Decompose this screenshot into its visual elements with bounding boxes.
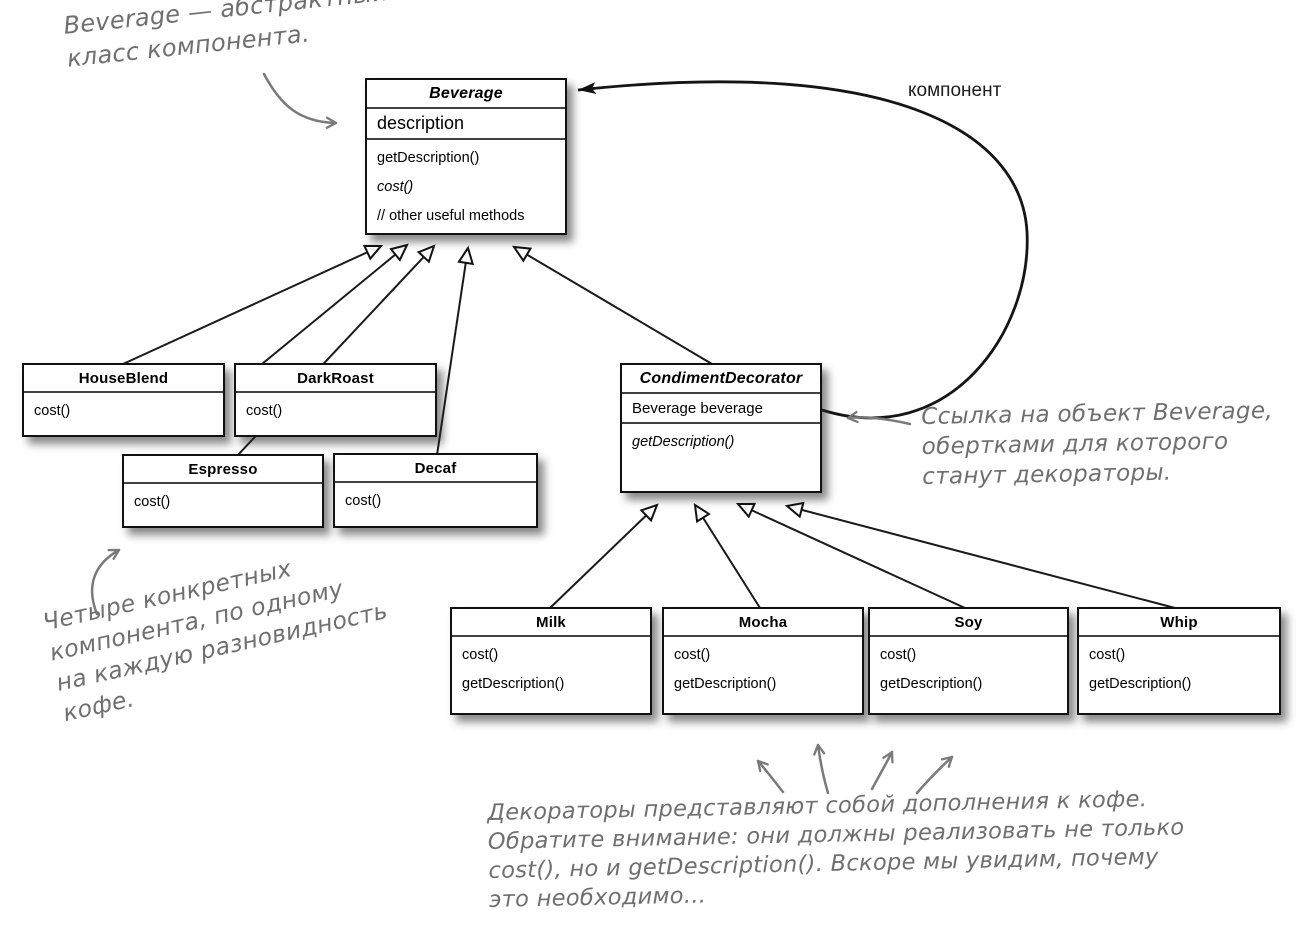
class-method: // other useful methods — [377, 208, 525, 224]
class-title: Beverage — [429, 85, 503, 102]
component-association-arrow — [577, 80, 1029, 420]
class-box-condimentdecorator: CondimentDecorator Beverage beverage get… — [620, 363, 822, 493]
decorators-note-arrow-2 — [813, 743, 830, 795]
reference-note-arrow — [846, 410, 912, 426]
class-field: description — [377, 113, 465, 133]
component-edge-label: компонент — [908, 80, 1002, 101]
class-title: Espresso — [188, 461, 258, 478]
class-method: cost() — [674, 647, 711, 663]
class-method: getDescription() — [377, 150, 480, 166]
class-box-mocha: Mocha cost() getDescription() — [662, 607, 864, 715]
class-box-houseblend: HouseBlend cost() — [22, 363, 225, 437]
class-method: cost() — [1089, 647, 1126, 663]
class-method: cost() — [34, 403, 71, 419]
class-field: Beverage beverage — [632, 400, 763, 417]
class-method: getDescription() — [632, 434, 735, 450]
class-box-espresso: Espresso cost() — [122, 454, 324, 528]
class-box-whip: Whip cost() getDescription() — [1077, 607, 1281, 715]
class-title: Decaf — [414, 460, 457, 477]
beverage-note-arrow — [262, 72, 338, 129]
class-title: Milk — [536, 614, 566, 631]
class-title: Mocha — [738, 614, 788, 631]
note-line: обертками для которого — [921, 428, 1229, 460]
class-box-darkroast: DarkRoast cost() — [234, 363, 437, 437]
decorators-note-arrow-3 — [870, 750, 894, 791]
class-box-decaf: Decaf cost() — [333, 453, 538, 528]
decorators-note-arrow-1 — [756, 759, 785, 794]
class-method: cost() — [134, 494, 171, 510]
inheritance-arrow-darkroast — [261, 245, 407, 365]
decorators-note-arrow-4 — [915, 755, 954, 795]
components-note-arrow — [90, 548, 121, 616]
class-box-beverage: Beverage description getDescription() co… — [365, 78, 567, 235]
class-method: getDescription() — [674, 676, 777, 692]
inheritance-arrow-mocha — [695, 505, 761, 609]
decorators-note: Декораторы представляют собой дополнения… — [487, 784, 1186, 915]
class-method: cost() — [246, 403, 283, 419]
class-box-soy: Soy cost() getDescription() — [868, 607, 1069, 715]
class-title: CondimentDecorator — [639, 370, 803, 387]
class-method: cost() — [880, 647, 917, 663]
note-line: станут декораторы. — [922, 459, 1172, 490]
class-box-milk: Milk cost() getDescription() — [450, 607, 652, 715]
class-title: Whip — [1160, 614, 1198, 631]
class-method: getDescription() — [1089, 676, 1192, 692]
class-title: DarkRoast — [297, 370, 374, 387]
reference-note: Ссылка на объект Beverage, обертками для… — [921, 396, 1274, 492]
class-method: cost() — [377, 179, 414, 195]
inheritance-arrow-milk — [549, 505, 657, 609]
inheritance-arrow-decaf — [436, 248, 468, 456]
class-title: Soy — [954, 614, 983, 631]
class-title: HouseBlend — [78, 370, 169, 387]
class-method: cost() — [462, 647, 499, 663]
inheritance-arrow-soy — [738, 504, 966, 609]
inheritance-arrow-houseblend — [122, 246, 381, 365]
class-method: cost() — [345, 493, 382, 509]
inheritance-arrow-condimentdecorator — [514, 247, 713, 365]
class-method: getDescription() — [462, 676, 565, 692]
inheritance-arrow-whip — [787, 506, 1176, 609]
class-method: getDescription() — [880, 676, 983, 692]
